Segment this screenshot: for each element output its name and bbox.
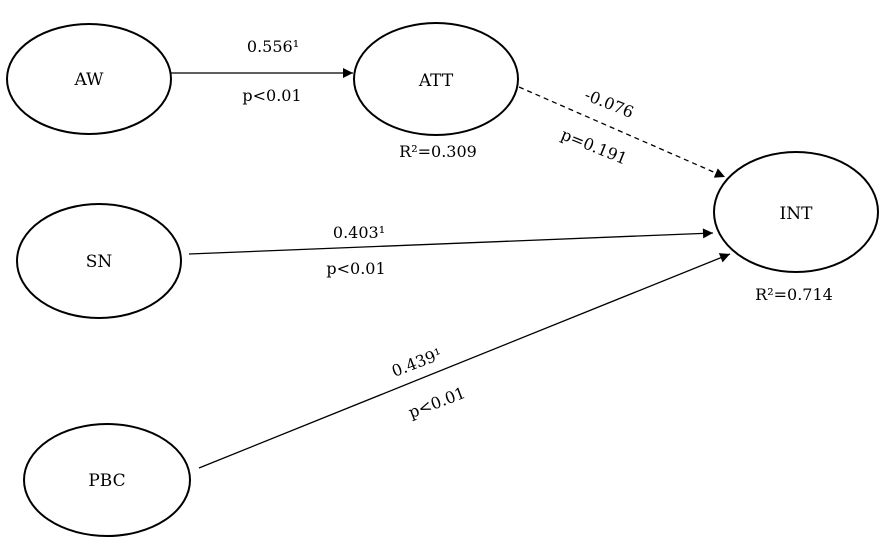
node-pbc-label: PBC — [88, 471, 125, 491]
node-pbc-ellipse — [23, 423, 191, 537]
path-att-int-coefficient: -0.076 — [582, 85, 637, 122]
node-sn-label: SN — [86, 252, 113, 272]
node-int: INT R²=0.714 — [713, 151, 879, 304]
node-aw: AW — [6, 23, 172, 135]
path-pbc-int-p-value: p<0.01 — [406, 383, 468, 422]
node-att-r2: R²=0.309 — [399, 142, 477, 161]
node-att-ellipse — [353, 22, 519, 136]
node-pbc: PBC — [23, 423, 191, 537]
node-aw-ellipse — [6, 23, 172, 135]
path-sn-int-arrow — [188, 228, 714, 255]
path-aw-att-coefficient: 0.556¹ — [247, 37, 299, 56]
node-int-ellipse — [713, 151, 879, 273]
path-pbc-int-coefficient: 0.439¹ — [389, 344, 445, 380]
path-pbc-int-arrow — [198, 253, 731, 469]
node-att-label: ATT — [418, 71, 454, 91]
node-aw-label: AW — [73, 70, 104, 90]
path-sn-int-coefficient: 0.403¹ — [333, 223, 385, 242]
node-int-r2: R²=0.714 — [755, 285, 833, 304]
node-int-label: INT — [780, 204, 814, 224]
path-att-int-arrow — [518, 86, 726, 178]
node-sn: SN — [16, 203, 182, 319]
node-att: ATT R²=0.309 — [353, 22, 519, 161]
path-aw-att-p-value: p<0.01 — [242, 86, 301, 105]
path-sn-int-p-value: p<0.01 — [326, 259, 385, 278]
node-sn-ellipse — [16, 203, 182, 319]
